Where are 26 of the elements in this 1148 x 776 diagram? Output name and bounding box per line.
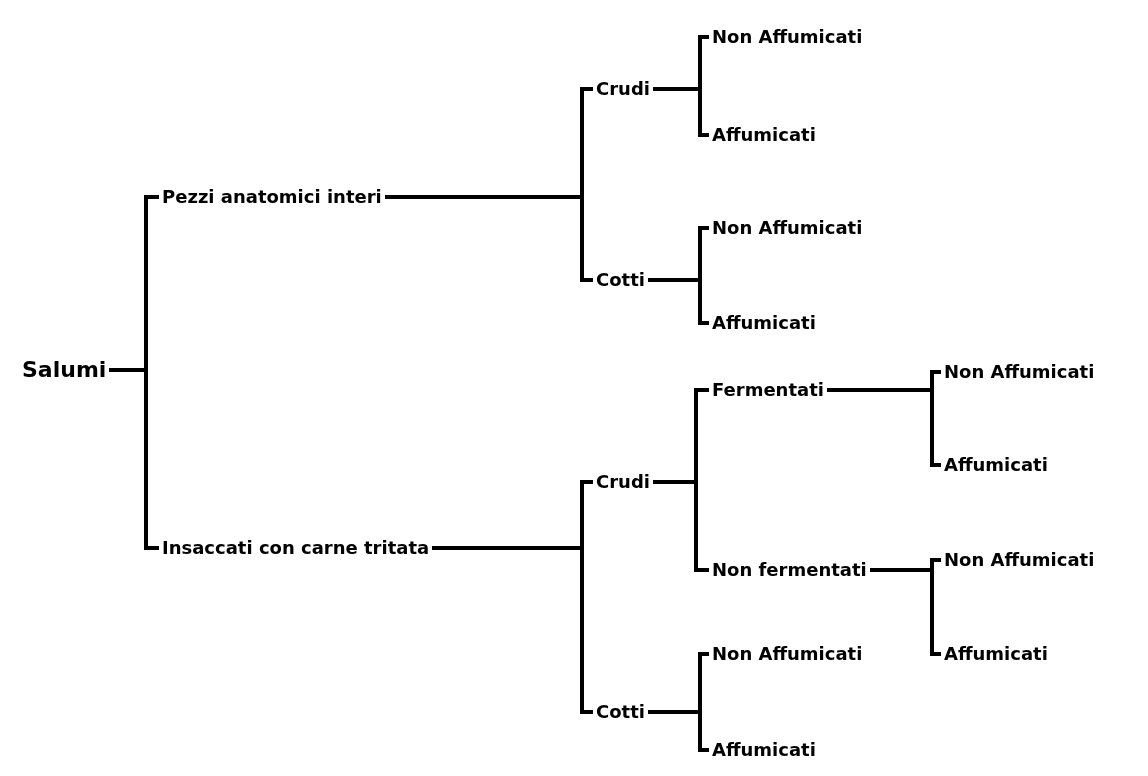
bracket-line <box>653 87 709 137</box>
category-label: Affumicati <box>944 643 1048 665</box>
bracket-line <box>385 195 593 282</box>
bracket-line <box>648 710 709 752</box>
category-label: Affumicati <box>944 454 1048 476</box>
bracket-line <box>653 480 709 572</box>
category-label: Crudi <box>596 471 650 493</box>
category-label: Non Affumicati <box>944 549 1095 571</box>
category-label: Affumicati <box>712 312 816 334</box>
bracket-line <box>827 388 941 467</box>
category-label: Fermentati <box>712 379 824 401</box>
category-label: Non fermentati <box>712 559 867 581</box>
category-label: Affumicati <box>712 124 816 146</box>
category-label: Insaccati con carne tritata <box>162 537 430 559</box>
category-label: Non Affumicati <box>712 643 863 665</box>
category-label: Non Affumicati <box>944 361 1095 383</box>
bracket-line <box>109 368 159 550</box>
category-label: Non Affumicati <box>712 217 863 239</box>
category-label: Pezzi anatomici interi <box>162 186 382 208</box>
category-label: Salumi <box>22 356 107 384</box>
category-label: Cotti <box>596 269 645 291</box>
category-label: Affumicati <box>712 739 816 761</box>
category-label: Crudi <box>596 78 650 100</box>
category-label: Non Affumicati <box>712 26 863 48</box>
bracket-line <box>648 278 709 325</box>
category-label: Cotti <box>596 701 645 723</box>
